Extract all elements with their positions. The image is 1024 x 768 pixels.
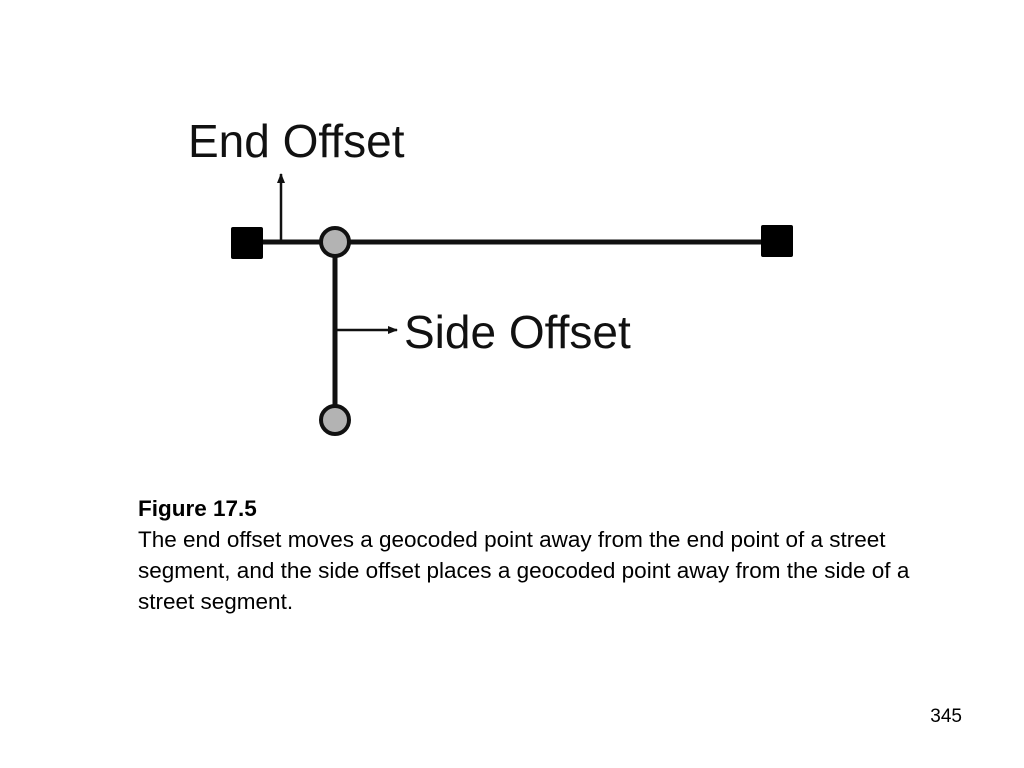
- segment-end-node: [761, 225, 793, 257]
- figure-caption-body: The end offset moves a geocoded point aw…: [138, 527, 910, 614]
- end-offset-label: End Offset: [188, 115, 405, 167]
- figure-caption: Figure 17.5 The end offset moves a geoco…: [138, 493, 928, 617]
- offset-diagram: End Offset Side Offset: [188, 115, 793, 436]
- page-number: 345: [930, 706, 962, 727]
- side-offset-point: [319, 404, 351, 436]
- side-offset-label: Side Offset: [404, 306, 631, 358]
- segment-start-node: [231, 227, 263, 259]
- figure-caption-title: Figure 17.5: [138, 496, 257, 521]
- end-offset-point: [319, 226, 351, 258]
